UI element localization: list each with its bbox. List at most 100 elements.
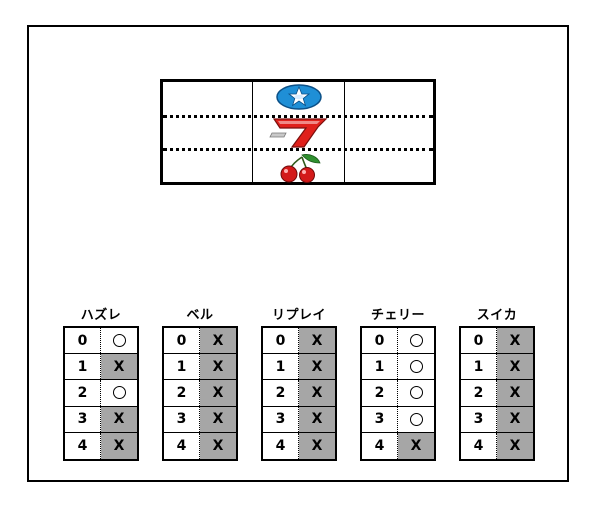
miss-mark: X — [299, 380, 335, 406]
row-index: 2 — [164, 380, 200, 406]
outer-frame — [27, 25, 569, 482]
circle-icon — [409, 334, 423, 348]
row-index: 0 — [65, 328, 101, 354]
payline-top — [163, 115, 433, 118]
row-index: 3 — [263, 406, 299, 432]
reel-divider — [252, 82, 253, 182]
miss-mark: X — [299, 328, 335, 354]
miss-mark: X — [398, 432, 434, 459]
table-title: ベル — [186, 308, 214, 323]
row-index: 1 — [65, 354, 101, 380]
table-row: 0 — [65, 328, 137, 355]
row-index: 2 — [263, 380, 299, 406]
circle-icon — [112, 386, 126, 400]
payline-bottom — [163, 148, 433, 151]
cherry-icon — [271, 151, 327, 183]
hit-mark — [101, 328, 137, 354]
row-index: 1 — [263, 354, 299, 380]
table-row: 3 — [362, 406, 434, 433]
hit-mark — [101, 380, 137, 406]
row-index: 0 — [362, 328, 398, 354]
row-index: 4 — [65, 432, 101, 459]
reel-window — [160, 79, 436, 185]
miss-mark: X — [497, 354, 533, 380]
miss-mark: X — [497, 328, 533, 354]
circle-icon — [409, 360, 423, 374]
hit-mark — [398, 328, 434, 354]
miss-mark: X — [200, 406, 236, 432]
miss-mark: X — [200, 328, 236, 354]
row-index: 0 — [164, 328, 200, 354]
hit-mark — [398, 354, 434, 380]
miss-mark: X — [299, 354, 335, 380]
miss-mark: X — [299, 432, 335, 459]
star-replay-icon — [273, 82, 325, 112]
row-index: 4 — [263, 432, 299, 459]
miss-mark: X — [299, 406, 335, 432]
circle-icon — [112, 334, 126, 348]
row-index: 1 — [461, 354, 497, 380]
row-index: 4 — [362, 432, 398, 459]
miss-mark: X — [497, 406, 533, 432]
miss-mark: X — [497, 380, 533, 406]
row-index: 2 — [65, 380, 101, 406]
row-index: 0 — [263, 328, 299, 354]
miss-mark: X — [101, 354, 137, 380]
row-index: 4 — [461, 432, 497, 459]
miss-mark: X — [200, 354, 236, 380]
circle-icon — [409, 412, 423, 426]
red-seven-icon — [263, 115, 335, 149]
reel-divider — [344, 82, 345, 182]
table-title: ハズレ — [80, 308, 122, 323]
row-index: 1 — [164, 354, 200, 380]
miss-mark: X — [101, 432, 137, 459]
row-index: 4 — [164, 432, 200, 459]
row-index: 3 — [362, 406, 398, 432]
row-index: 0 — [461, 328, 497, 354]
table-row: 2 — [362, 380, 434, 407]
table-title: スイカ — [476, 308, 518, 323]
table-row: 2 — [65, 380, 137, 407]
miss-mark: X — [200, 380, 236, 406]
row-index: 1 — [362, 354, 398, 380]
table-row: 0 — [362, 328, 434, 355]
miss-mark: X — [200, 432, 236, 459]
hit-mark — [398, 380, 434, 406]
miss-mark: X — [101, 406, 137, 432]
row-index: 2 — [362, 380, 398, 406]
hit-mark — [398, 406, 434, 432]
row-index: 3 — [164, 406, 200, 432]
table-row: 1 — [362, 354, 434, 381]
row-index: 3 — [461, 406, 497, 432]
circle-icon — [409, 386, 423, 400]
row-index: 2 — [461, 380, 497, 406]
table-title: リプレイ — [271, 308, 326, 323]
row-index: 3 — [65, 406, 101, 432]
miss-mark: X — [497, 432, 533, 459]
table-title: チェリー — [370, 308, 425, 323]
